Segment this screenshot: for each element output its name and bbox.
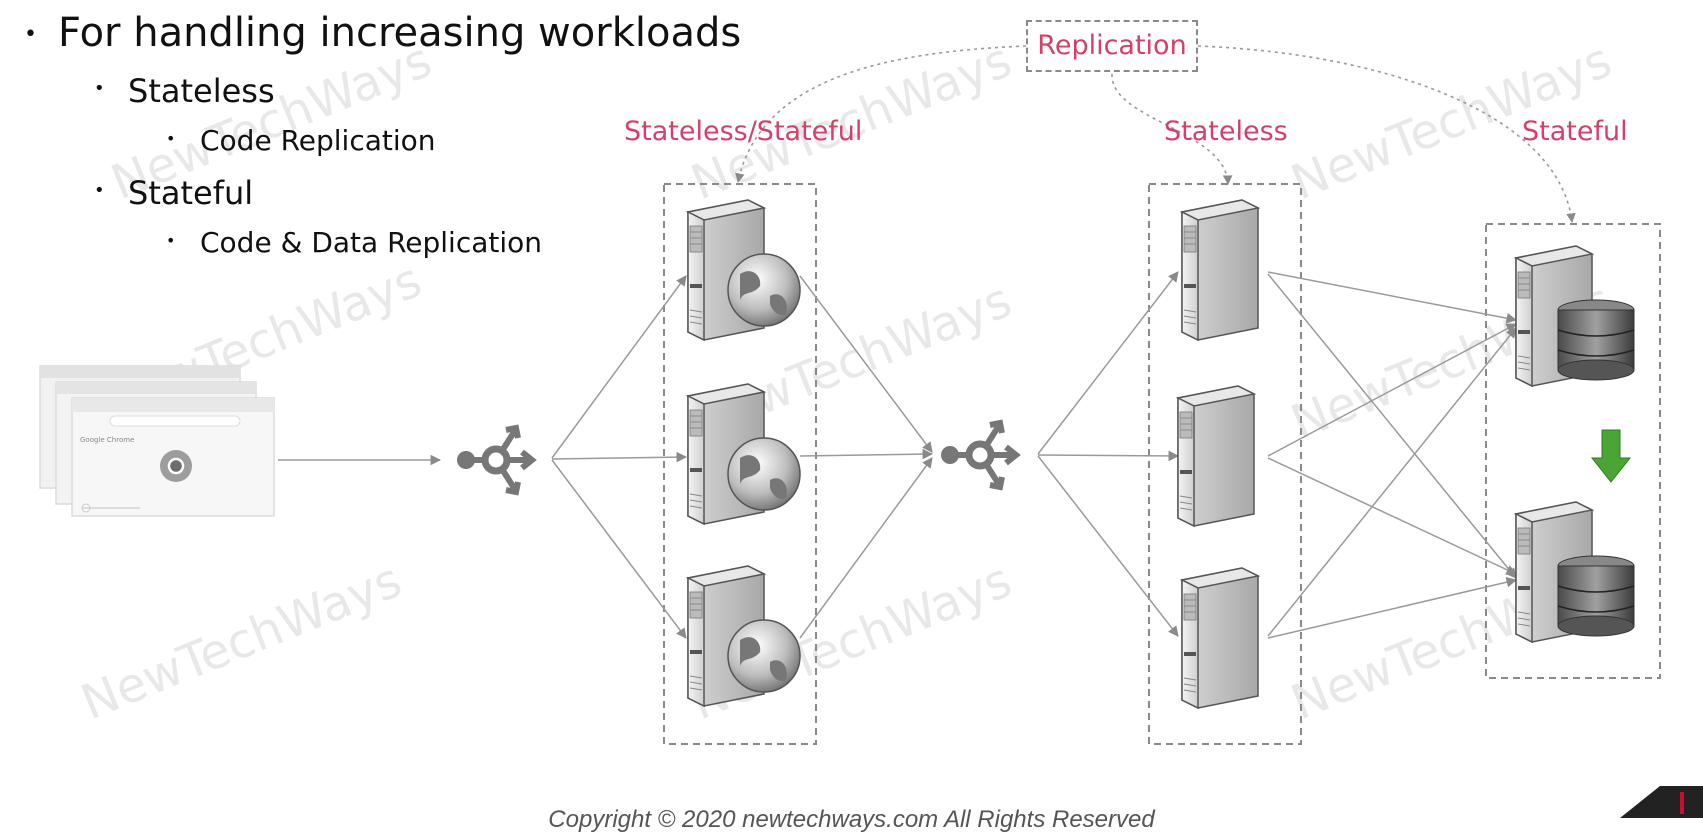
watermark-text: NewTechWays	[74, 552, 410, 731]
bullet-stateless: •Stateless	[94, 72, 275, 110]
link-app1-db1	[1267, 271, 1518, 324]
load-balancer-icon	[457, 428, 532, 492]
bullet-stateful-sub-text: Code & Data Replication	[200, 226, 543, 259]
link-lb1-web1	[551, 275, 687, 459]
stateful-tier-group	[1485, 223, 1661, 679]
bullet-main: •For handling increasing workloads	[24, 10, 742, 56]
database-server-icon	[1515, 245, 1635, 387]
replication-curve-stateful	[1197, 45, 1576, 223]
replication-curve-web	[735, 45, 1027, 183]
corner-logo	[1620, 786, 1703, 818]
database-server-icon	[1515, 501, 1635, 643]
link-app3-db1	[1267, 327, 1517, 637]
bullet-stateful-text: Stateful	[128, 174, 254, 212]
replication-label: Replication	[1037, 30, 1187, 61]
link-app3-db2	[1267, 577, 1518, 639]
server-icon	[1181, 567, 1259, 709]
bullet-stateful-sub: •Code & Data Replication	[166, 226, 543, 259]
replication-curve-stateless	[1111, 73, 1233, 185]
link-app2-db2	[1267, 457, 1517, 575]
link-lb2-app2	[1037, 450, 1180, 462]
link-web2-lb2	[799, 448, 934, 460]
link-app2-db1	[1267, 323, 1517, 457]
link-lb2-app3	[1037, 455, 1179, 637]
link-app1-db2	[1267, 273, 1517, 579]
web-tier-group	[663, 183, 817, 745]
stateless-label: Stateless	[1164, 116, 1288, 147]
link-web1-lb2	[799, 275, 933, 453]
browser-title: Google Chrome	[80, 436, 134, 444]
bullet-main-text: For handling increasing workloads	[58, 10, 742, 56]
web-server-icon	[687, 199, 801, 341]
link-lb1-web2	[551, 451, 688, 463]
copyright-footer: Copyright © 2020 newtechways.com All Rig…	[548, 806, 1155, 833]
browser-window-icon: Google Chrome	[39, 365, 275, 517]
link-lb1-web3	[551, 459, 687, 639]
load-balancer-icon	[941, 423, 1016, 487]
bullet-stateless-text: Stateless	[128, 72, 275, 110]
bullet-stateless-sub-text: Code Replication	[200, 124, 436, 157]
stateful-label: Stateful	[1522, 116, 1628, 147]
link-lb2-app1	[1037, 271, 1179, 455]
link-web3-lb2	[799, 457, 933, 639]
bullet-stateless-sub: •Code Replication	[166, 124, 436, 157]
replication-arrow-down-icon	[1590, 429, 1632, 483]
bullet-stateful: •Stateful	[94, 174, 254, 212]
stateless-stateful-label: Stateless/Stateful	[624, 116, 863, 147]
web-server-icon	[687, 565, 801, 707]
web-server-icon	[687, 383, 801, 525]
replication-box: Replication	[1026, 20, 1198, 72]
server-icon	[1177, 385, 1255, 527]
server-icon	[1181, 199, 1259, 341]
